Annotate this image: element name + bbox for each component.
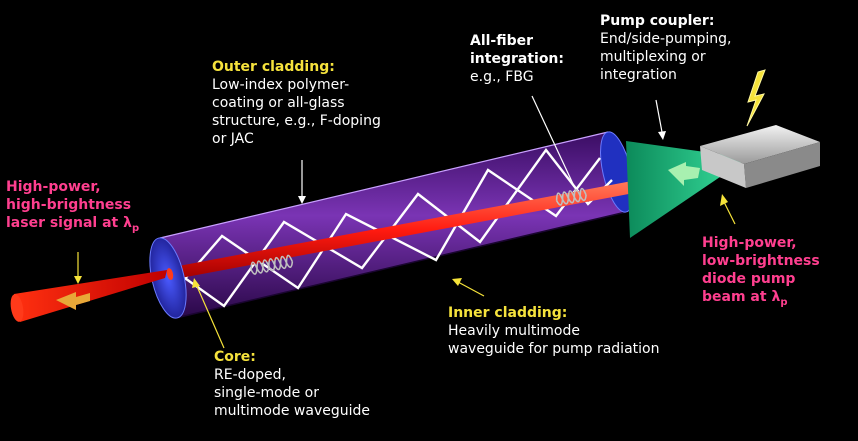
signal-subscript: p (132, 223, 139, 234)
core-line-3: multimode waveguide (214, 402, 370, 420)
output-signal-beam (9, 270, 167, 323)
signal-line-3: laser signal at λ (6, 215, 132, 231)
label-outer-cladding: Outer cladding: Low-index polymer- coati… (212, 58, 381, 148)
inner-cladding-line-1: Heavily multimode (448, 322, 659, 340)
all-fiber-title-line-2: integration: (470, 50, 564, 68)
pump-coupler-line-2: multiplexing or (600, 48, 731, 66)
all-fiber-line-1: e.g., FBG (470, 68, 564, 86)
pump-subscript: p (780, 297, 787, 308)
inner-cladding-title: Inner cladding: (448, 304, 659, 322)
label-high-power-signal: High-power, high-brightness laser signal… (6, 178, 139, 238)
pump-diode-box (700, 125, 820, 188)
lightning-bolt-icon (747, 70, 765, 126)
all-fiber-title-line-1: All-fiber (470, 32, 564, 50)
pump-line-1: High-power, (702, 234, 820, 252)
signal-line-1: High-power, (6, 178, 139, 196)
label-inner-cladding: Inner cladding: Heavily multimode wavegu… (448, 304, 659, 358)
label-high-power-pump: High-power, low-brightness diode pump be… (702, 234, 820, 312)
pump-line-3: diode pump (702, 270, 820, 288)
outer-cladding-title: Outer cladding: (212, 58, 381, 76)
outer-cladding-line-4: or JAC (212, 130, 381, 148)
label-pump-coupler: Pump coupler: End/side-pumping, multiple… (600, 12, 731, 84)
outer-cladding-cylinder (160, 132, 626, 318)
outer-cladding-line-1: Low-index polymer- (212, 76, 381, 94)
core-line-1: RE-doped, (214, 366, 370, 384)
pump-line-2: low-brightness (702, 252, 820, 270)
inner-cladding-line-2: waveguide for pump radiation (448, 340, 659, 358)
label-all-fiber-integration: All-fiber integration: e.g., FBG (470, 32, 564, 86)
pump-coupler-line-3: integration (600, 66, 731, 84)
core-title: Core: (214, 348, 370, 366)
pump-coupler-title: Pump coupler: (600, 12, 731, 30)
label-core: Core: RE-doped, single-mode or multimode… (214, 348, 370, 420)
pump-line-4: beam at λ (702, 289, 780, 305)
signal-line-2: high-brightness (6, 196, 139, 214)
outer-cladding-line-3: structure, e.g., F-doping (212, 112, 381, 130)
pump-coupler-line-1: End/side-pumping, (600, 30, 731, 48)
outer-cladding-line-2: coating or all-glass (212, 94, 381, 112)
core-line-2: single-mode or (214, 384, 370, 402)
